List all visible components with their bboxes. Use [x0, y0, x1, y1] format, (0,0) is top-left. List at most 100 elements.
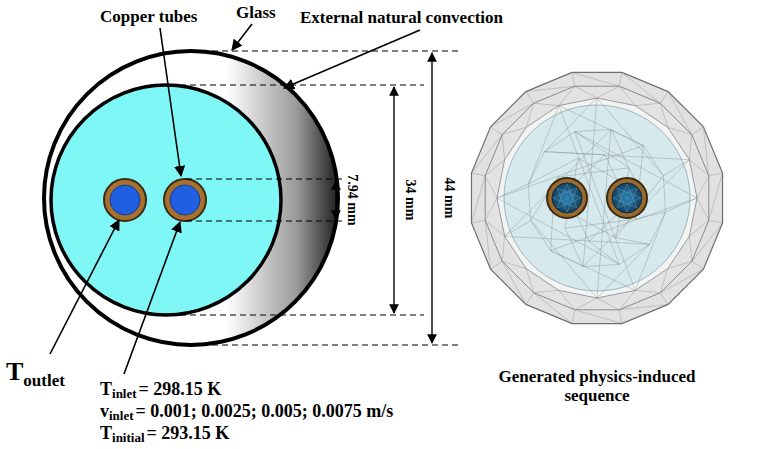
- mesh-edge: [502, 127, 526, 134]
- mesh-edge: [502, 261, 526, 268]
- mesh-edge: [703, 127, 708, 176]
- mesh-edge: [692, 223, 723, 261]
- mesh-edge: [689, 135, 691, 160]
- mesh-edge: [497, 184, 528, 198]
- mesh-edge: [597, 298, 619, 310]
- mesh-edge: [545, 98, 597, 152]
- mesh-edge: [485, 176, 497, 198]
- mesh-edge: [583, 264, 619, 266]
- mesh-tube: [547, 178, 587, 218]
- mesh-edge: [709, 173, 723, 176]
- mesh-edge: [485, 220, 504, 236]
- mesh-edge: [660, 293, 668, 305]
- mesh-edge: [485, 220, 490, 269]
- mesh-edge: [505, 236, 650, 244]
- variable-symbol: T: [100, 424, 112, 444]
- mesh-edge: [597, 98, 663, 176]
- image-caption: Generated physics-induced sequence: [492, 368, 702, 405]
- mesh-lines: [471, 72, 722, 323]
- mesh-edge: [572, 72, 575, 86]
- mesh-edge: [526, 293, 534, 305]
- fluid-domain: [51, 85, 281, 315]
- mesh-edge: [697, 176, 709, 198]
- mesh-edge: [689, 220, 708, 236]
- mesh-edge: [689, 236, 691, 261]
- variable-subscript: inlet: [109, 409, 134, 423]
- mesh-edge: [526, 92, 534, 104]
- mesh-view: [471, 72, 722, 323]
- mesh-fluid: [504, 105, 690, 291]
- mesh-edge: [545, 132, 575, 152]
- mesh-edge: [663, 160, 689, 176]
- mesh-edge: [534, 290, 559, 292]
- variable-subscript: outlet: [23, 372, 65, 391]
- mesh-edge: [572, 72, 619, 86]
- variable-value: = 298.15 K: [139, 380, 222, 400]
- mesh-edge: [660, 92, 668, 104]
- mesh-edge: [531, 220, 551, 250]
- part-label: Glass: [236, 4, 276, 23]
- mesh-edge: [619, 86, 635, 105]
- mesh-edge: [575, 310, 622, 324]
- copper-tube: [104, 179, 146, 221]
- mesh-edge: [559, 86, 575, 105]
- mesh-edge: [502, 261, 526, 304]
- dimension-label: 7.94 mm: [344, 174, 359, 225]
- mesh-edge: [697, 198, 709, 220]
- mesh-edge: [531, 220, 597, 298]
- mesh-edge: [597, 86, 619, 98]
- mesh-edge: [526, 269, 533, 293]
- mesh-edge: [565, 228, 583, 266]
- mesh-edge: [485, 198, 497, 220]
- variable-symbol: T: [100, 380, 112, 400]
- mesh-edge: [692, 261, 704, 269]
- mesh-edge: [559, 290, 575, 309]
- mesh-edge: [643, 146, 663, 176]
- variable-subscript: inlet: [112, 387, 137, 401]
- copper-tube: [164, 179, 206, 221]
- mesh-edge: [635, 290, 660, 292]
- mesh-edge: [597, 129, 611, 298]
- mesh-edge: [635, 103, 660, 105]
- mesh-glass: [485, 86, 709, 310]
- mesh-edge: [619, 310, 622, 324]
- mesh-edge: [622, 72, 660, 103]
- mesh-edge: [559, 106, 644, 146]
- mesh-edge: [663, 176, 665, 212]
- mesh-edge: [491, 127, 503, 135]
- mesh-edge: [709, 220, 723, 223]
- variable-symbol: v: [100, 402, 109, 422]
- mesh-edge: [619, 290, 635, 309]
- mesh-edge: [528, 152, 544, 184]
- variable-subscript: initial: [112, 431, 145, 445]
- mesh-edge: [526, 103, 533, 127]
- mesh-edge: [575, 129, 611, 131]
- variable-symbol: T: [6, 358, 23, 387]
- mesh-edge: [619, 244, 649, 264]
- mesh-edge: [668, 261, 692, 268]
- mesh-edge: [471, 220, 485, 223]
- part-label: External natural convection: [300, 9, 503, 28]
- mesh-inner: [497, 98, 697, 298]
- mesh-edge: [471, 176, 485, 223]
- mesh-edge: [619, 72, 622, 86]
- mesh-edge: [666, 198, 697, 212]
- glass-tube: [44, 51, 338, 345]
- mesh-edge: [526, 86, 575, 91]
- variable-value: = 293.15 K: [147, 424, 230, 444]
- mesh-edge: [668, 127, 692, 134]
- mesh-edge: [575, 86, 597, 98]
- mesh-edge: [709, 173, 723, 220]
- mesh-edge: [491, 103, 534, 127]
- dimension-arrow: [336, 53, 432, 343]
- dimension-label: 34 mm: [402, 180, 417, 221]
- mesh-edge: [505, 220, 531, 236]
- mesh-edge: [505, 129, 611, 236]
- mesh-tube: [607, 178, 647, 218]
- mesh-outer: [471, 72, 722, 323]
- mesh-edge: [565, 219, 636, 228]
- mesh-edge: [660, 269, 703, 293]
- mesh-edge: [649, 212, 665, 244]
- mesh-edge: [491, 261, 503, 269]
- mesh-edge: [534, 293, 572, 324]
